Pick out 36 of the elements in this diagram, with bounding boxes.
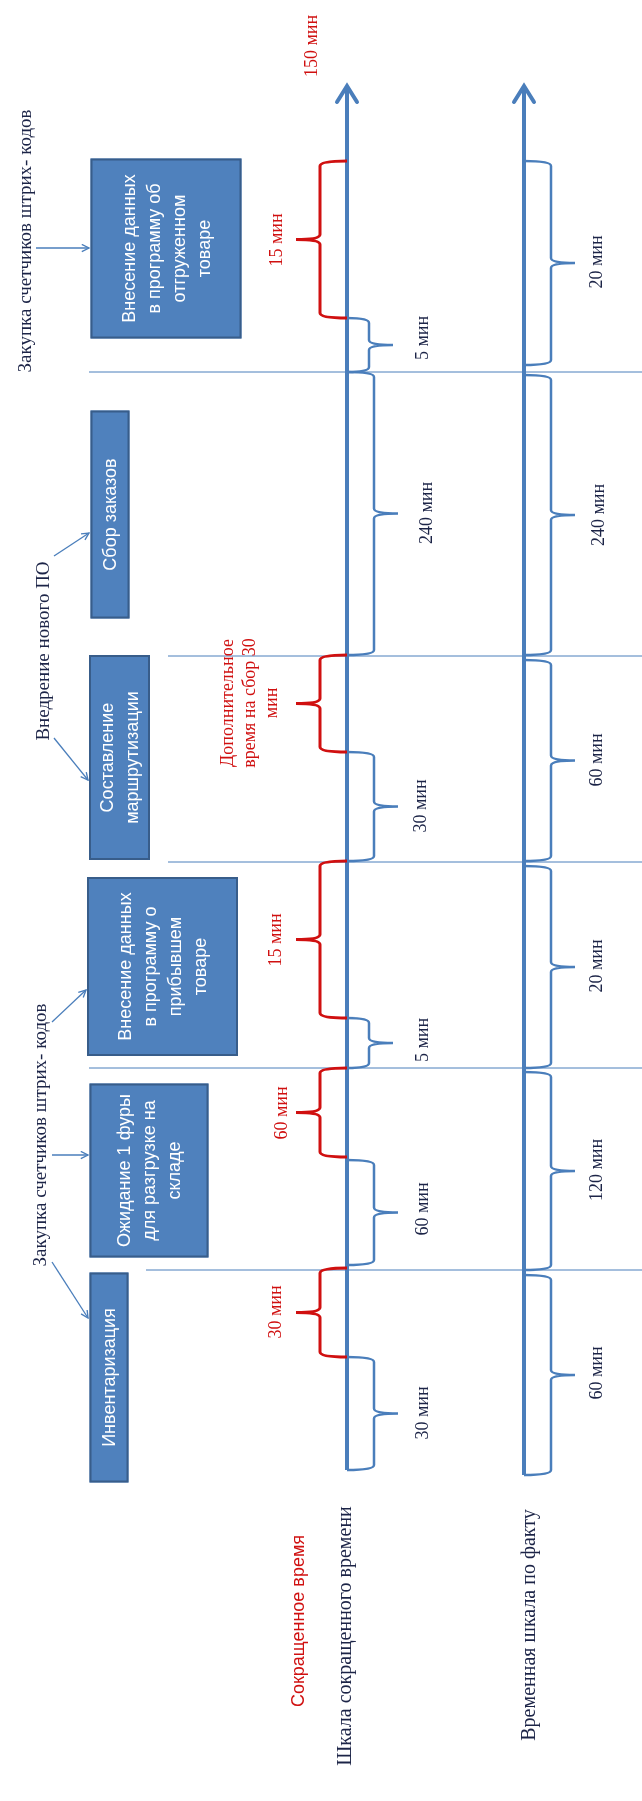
arrow [53,737,89,781]
time-label: 20 мин [585,234,607,291]
process-box: Внесение данных в программу об отгруженном товаре [90,158,241,338]
process-box: Составление маршрутизации [89,655,150,860]
arrow [51,1150,89,1160]
annotation-text: Закупка счетчиков штрих- кодов [28,960,52,1310]
time-label: 60 мин [585,1345,607,1402]
time-label: 240 мин [415,480,437,547]
axis-title: Временная шкала по факту [515,1508,540,1743]
time-label: 30 мин [411,1385,433,1442]
time-label: 60 мин [270,1085,292,1142]
time-label: 5 мин [411,314,433,363]
time-label: 240 мин [587,482,609,549]
time-label: Дополнительное время на сбор 30 мин [216,637,282,770]
time-label: 150 мин [300,13,322,80]
time-label: 5 мин [411,1016,433,1065]
time-label: 120 мин [585,1137,607,1204]
process-box: Инвентаризация [89,1272,128,1482]
time-label: 15 мин [264,912,286,969]
time-label: Сокращенное время [286,1533,309,1710]
process-box: Сбор заказов [90,410,129,618]
arrow [51,989,87,1023]
annotation-text: Внедрение нового ПО [30,528,54,773]
time-label: 15 мин [265,212,287,269]
arrow [53,532,90,557]
process-box: Внесение данных в программу о прибывшем товаре [87,877,238,1056]
axis-title: Шкала сокращенного времени [332,1505,357,1768]
time-label: 60 мин [411,1181,433,1238]
process-box: Ожидание 1 фуры для разгрузке на складе [89,1083,208,1257]
arrow [51,1261,89,1319]
arrow [35,243,90,253]
time-label: 20 мин [585,938,607,995]
time-label: 30 мин [264,1284,286,1341]
time-label: 30 мин [409,778,431,835]
time-label: 60 мин [585,732,607,789]
annotation-text: Закупка счетчиков штрих- кодов [12,68,36,413]
